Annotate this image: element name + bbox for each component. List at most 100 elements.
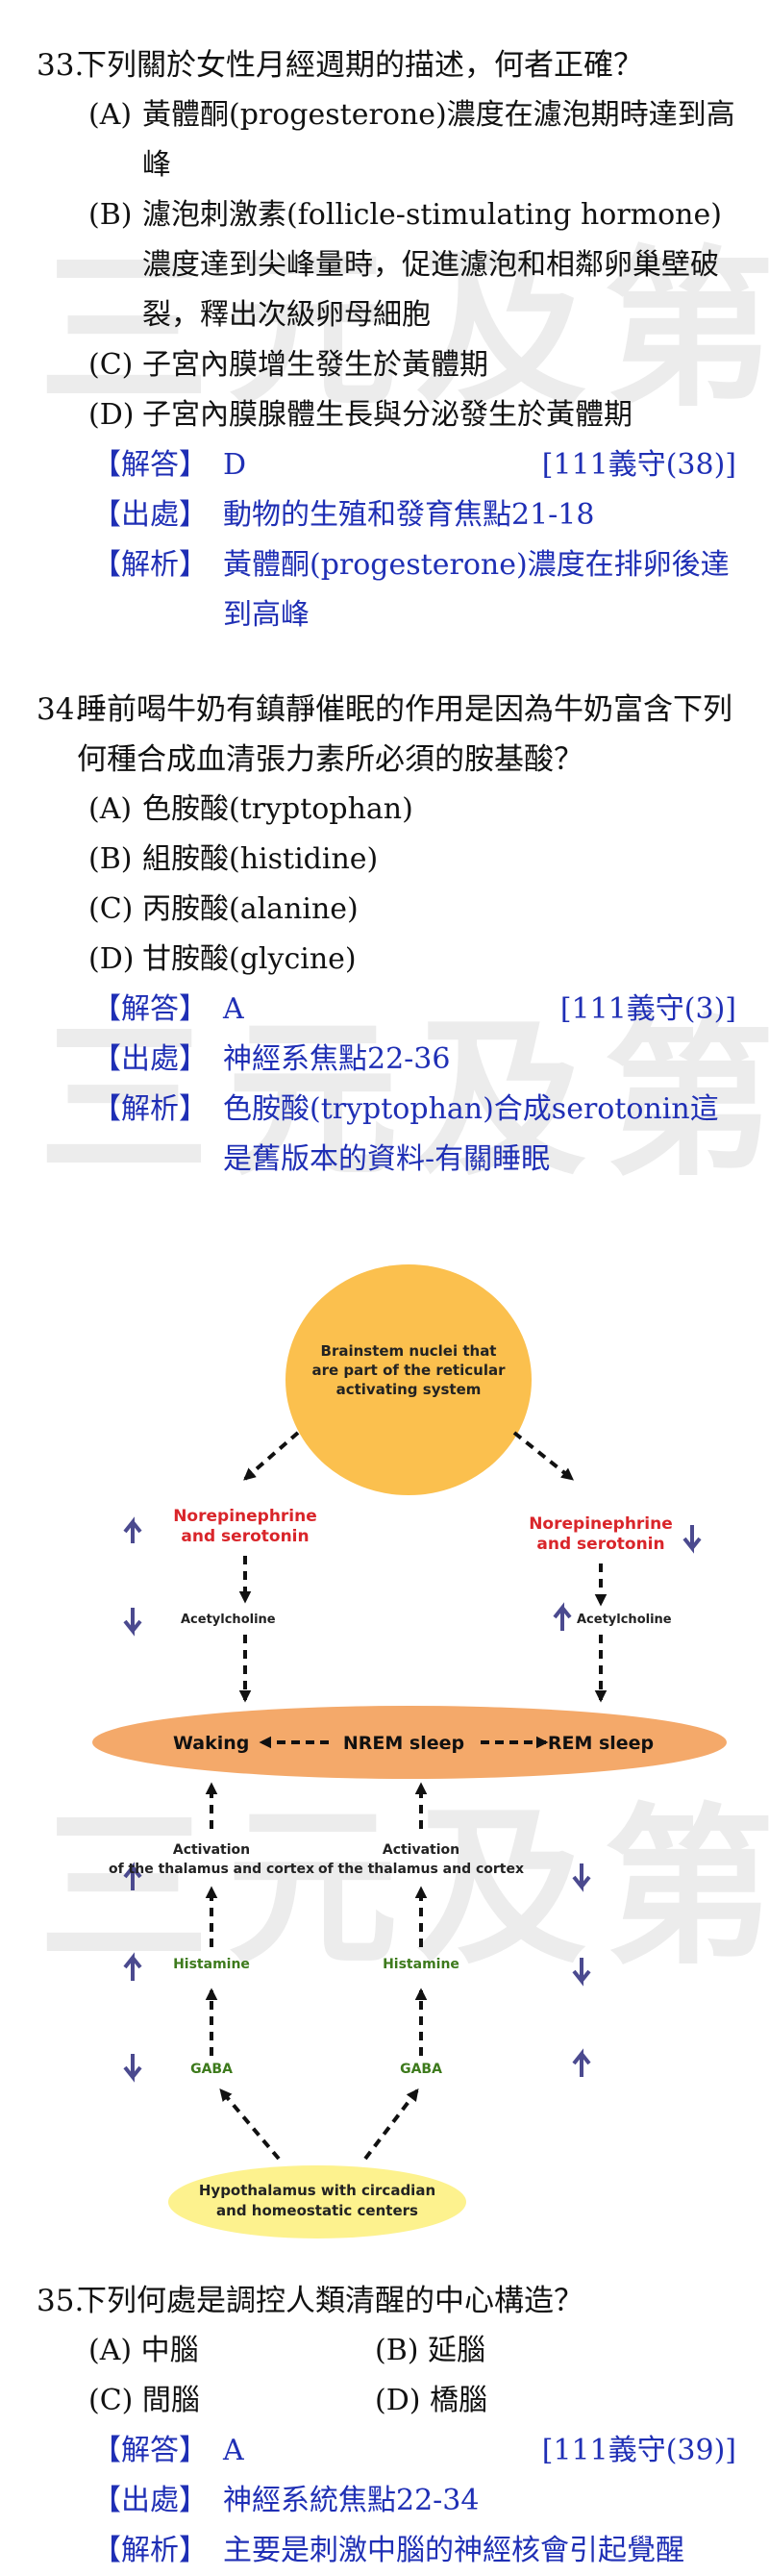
ne-serotonin-right-line1: Norepinephrine <box>529 1514 673 1534</box>
arrow-down-icon <box>682 1525 702 1554</box>
option-b: (B) 延腦 <box>375 2326 485 2376</box>
question-text: 下列何處是調控人類清醒的中心構造？ <box>77 2284 583 2318</box>
question-number: 35. <box>37 2284 85 2318</box>
hypothalamus-label-line1: Hypothalamus with circadian <box>199 2182 435 2199</box>
explanation-line: 【解析】 色胺酸(tryptophan)合成serotonin這是舊版本的資料-… <box>0 1085 769 1185</box>
option-label: (C) <box>88 348 134 382</box>
option-b: (B) 濾泡刺激素(follicle-stimulating hormone)濃… <box>0 190 769 340</box>
origin-text: 神經系統焦點22-34 <box>223 2484 480 2517</box>
explanation-text: 黃體酮(progesterone)濃度在排卵後達到高峰 <box>223 548 730 632</box>
brainstem-label-line1: Brainstem nuclei that <box>321 1342 497 1360</box>
explanation-tag: 【解析】 <box>92 1092 208 1126</box>
question-33: 33. 下列關於女性月經週期的描述，何者正確？ (A) 黃體酮(progeste… <box>0 40 769 640</box>
option-c: (C) 間腦 <box>88 2376 200 2426</box>
hypothalamus-label-line2: and homeostatic centers <box>216 2202 418 2219</box>
option-label: (C) <box>88 2384 134 2417</box>
option-label: (A) <box>88 98 133 132</box>
ne-serotonin-left-line1: Norepinephrine <box>173 1507 317 1526</box>
option-label: (A) <box>88 792 133 826</box>
option-a: (A) 中腦 <box>88 2326 199 2376</box>
origin-tag: 【出處】 <box>92 1042 208 1076</box>
answer-value: D <box>223 448 247 482</box>
gaba-left: GABA <box>190 2062 233 2077</box>
brainstem-node <box>285 1264 532 1495</box>
arrow-up-icon <box>553 1602 572 1631</box>
watermark-text: 三元及第 <box>38 1788 769 1988</box>
activation-right-line2: of the thalamus and cortex <box>318 1862 524 1877</box>
option-c: (C) 丙胺酸(alanine) <box>0 885 769 935</box>
option-a: (A) 黃體酮(progesterone)濃度在濾泡期時達到高峰 <box>0 90 769 190</box>
arrow-up-icon <box>123 1952 142 1981</box>
origin-line: 【出處】 動物的生殖和發育焦點21-18 <box>0 490 769 540</box>
question-text: 下列關於女性月經週期的描述，何者正確？ <box>77 48 643 83</box>
explanation-line: 【解析】 黃體酮(progesterone)濃度在排卵後達到高峰 <box>0 540 769 640</box>
answer-tag: 【解答】 <box>92 2434 208 2467</box>
option-text: 子宮內膜增生發生於黃體期 <box>142 348 488 382</box>
arrow-down-icon <box>123 2054 142 2083</box>
option-label: (B) <box>375 2334 419 2367</box>
activation-left-line2: of the thalamus and cortex <box>109 1862 314 1877</box>
question-34: 34. 睡前喝牛奶有鎮靜催眠的作用是因為牛奶富含下列何種合成血清張力素所必須的胺… <box>0 685 769 1185</box>
option-text: 中腦 <box>140 2334 199 2367</box>
hypothalamus-node <box>168 2165 466 2238</box>
sleep-state-band <box>92 1706 727 1779</box>
dashed-arrow <box>363 2088 419 2161</box>
option-label: (B) <box>88 198 133 232</box>
origin-line: 【出處】 神經系統焦點22-34 <box>0 2476 769 2526</box>
option-label: (C) <box>88 892 134 926</box>
watermark-text: 三元及第 <box>38 231 769 430</box>
activation-right-line1: Activation <box>383 1842 459 1858</box>
dashed-arrow <box>219 2088 281 2161</box>
question-number: 33. <box>37 48 85 83</box>
answer-value: A <box>223 2434 244 2467</box>
explanation-tag: 【解析】 <box>92 2534 208 2567</box>
option-row-2: (C) 間腦 (D) 橋腦 <box>0 2376 769 2426</box>
option-d: (D) 橋腦 <box>375 2376 487 2426</box>
option-d: (D) 甘胺酸(glycine) <box>0 935 769 985</box>
arrow-up-icon <box>123 1516 142 1543</box>
arrow-down-icon <box>572 1863 591 1892</box>
histamine-left: Histamine <box>173 1957 250 1972</box>
dashed-arrow <box>512 1431 574 1481</box>
option-text: 黃體酮(progesterone)濃度在濾泡期時達到高峰 <box>142 98 735 182</box>
option-text: 延腦 <box>428 2334 486 2367</box>
option-a: (A) 色胺酸(tryptophan) <box>0 785 769 835</box>
arrow-down-icon <box>123 1608 142 1637</box>
source-reference: [111義守(3)] <box>559 992 736 1026</box>
explanation-line: 【解析】 主要是刺激中腦的神經核會引起覺醒 <box>0 2526 769 2576</box>
source-reference: [111義守(39)] <box>541 2434 736 2467</box>
histamine-right: Histamine <box>383 1957 459 1972</box>
origin-tag: 【出處】 <box>92 498 208 532</box>
dashed-arrow <box>243 1431 300 1481</box>
ne-serotonin-right-line2: and serotonin <box>536 1535 664 1554</box>
gaba-right: GABA <box>400 2062 442 2077</box>
rem-label: REM sleep <box>548 1733 654 1754</box>
ne-serotonin-left-line2: and serotonin <box>181 1527 309 1546</box>
answer-line: 【解答】 A [111義守(39)] <box>0 2426 769 2476</box>
origin-text: 神經系焦點22-36 <box>223 1042 451 1076</box>
question-35: 35. 下列何處是調控人類清醒的中心構造？ (A) 中腦 (B) 延腦 (C) … <box>0 2276 769 2576</box>
arrow-up-icon <box>123 1862 142 1890</box>
explanation-tag: 【解析】 <box>92 548 208 582</box>
arrow-up-icon <box>572 2048 591 2077</box>
option-d: (D) 子宮內膜腺體生長與分泌發生於黃體期 <box>0 390 769 440</box>
nrem-label: NREM sleep <box>343 1733 464 1754</box>
option-label: (B) <box>88 842 133 876</box>
answer-tag: 【解答】 <box>92 448 208 482</box>
origin-text: 動物的生殖和發育焦點21-18 <box>223 498 595 532</box>
question-stem: 33. 下列關於女性月經週期的描述，何者正確？ <box>0 40 769 90</box>
option-text: 濾泡刺激素(follicle-stimulating hormone)濃度達到尖… <box>142 198 722 332</box>
source-reference: [111義守(38)] <box>541 448 736 482</box>
option-b: (B) 組胺酸(histidine) <box>0 835 769 885</box>
option-text: 橋腦 <box>430 2384 488 2417</box>
activation-left-line1: Activation <box>173 1842 250 1858</box>
acetylcholine-right: Acetylcholine <box>577 1613 672 1627</box>
option-label: (A) <box>88 2334 133 2367</box>
option-c: (C) 子宮內膜增生發生於黃體期 <box>0 340 769 390</box>
answer-value: A <box>223 992 244 1026</box>
option-text: 色胺酸(tryptophan) <box>142 792 413 826</box>
diagram-canvas: Brainstem nuclei that are part of the re… <box>92 1264 727 2238</box>
origin-line: 【出處】 神經系焦點22-36 <box>0 1035 769 1085</box>
option-label: (D) <box>375 2384 421 2417</box>
explanation-text: 主要是刺激中腦的神經核會引起覺醒 <box>223 2534 684 2567</box>
